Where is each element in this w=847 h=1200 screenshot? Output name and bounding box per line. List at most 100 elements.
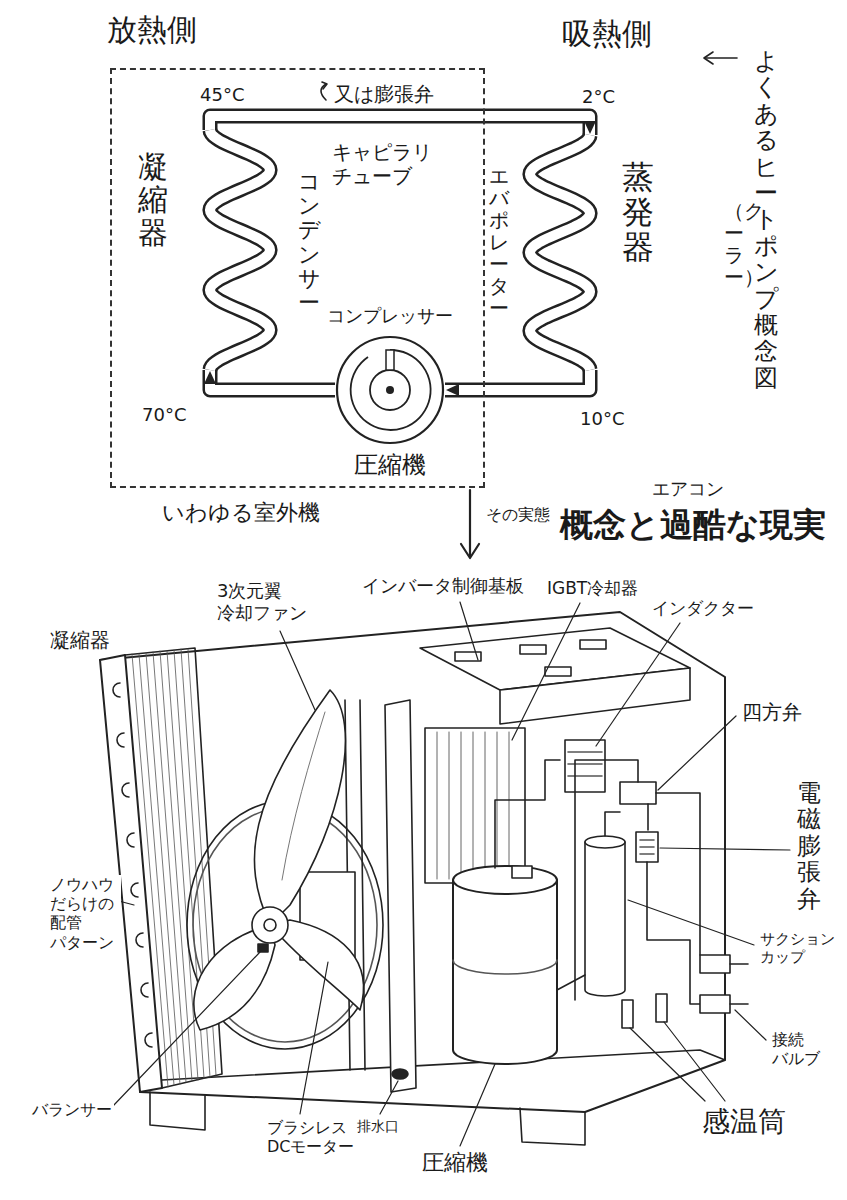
coil-tube xyxy=(530,135,590,370)
part-label: 凝縮器 xyxy=(48,628,112,652)
four-way-valve xyxy=(620,782,656,804)
arrow-head xyxy=(446,384,459,396)
pipe-pattern xyxy=(113,683,152,1047)
leader-lines xyxy=(113,602,790,1146)
sensor-bulb xyxy=(656,994,667,1022)
node-heading: エバポレーター xyxy=(489,165,509,319)
foot xyxy=(150,1092,205,1130)
part-label: ノウハウ だらけの 配管 パターン xyxy=(48,875,121,952)
text-holder: コンプレッサー xyxy=(327,305,453,327)
node-heading: 凝縮器 xyxy=(138,150,168,249)
rotor xyxy=(370,370,410,410)
part-label: バランサー xyxy=(30,1100,114,1119)
title: 概念と過酷な現実 xyxy=(560,505,826,545)
condenser-coil: 凝縮器コンデンサー xyxy=(190,130,290,370)
temperature: 2°C xyxy=(580,86,617,108)
refrigerant-pipe xyxy=(445,370,590,396)
text-holder: エバポレーター xyxy=(489,165,509,319)
sketch xyxy=(100,52,790,1146)
inductor xyxy=(565,740,605,792)
expansion-valve xyxy=(636,832,658,862)
coil-outline xyxy=(190,130,290,370)
part-label: 電磁膨張弁 xyxy=(795,780,823,912)
part-label: インダクター xyxy=(650,598,756,618)
label-holder: インバータ制御基板 xyxy=(360,575,526,597)
label-holder: サクション カップ xyxy=(758,930,842,966)
text-holder: 蒸発器 xyxy=(622,160,654,266)
inverter-board-front xyxy=(500,668,690,724)
label-holder: 四方弁 xyxy=(740,700,804,724)
note-arrow-head xyxy=(322,82,327,89)
note: 又は膨張弁 xyxy=(332,82,436,106)
label-holder: IGBT冷却器 xyxy=(545,578,640,598)
label-holder: 電磁膨張弁 xyxy=(795,780,823,912)
hub-center xyxy=(264,919,276,931)
temperature: 45°C xyxy=(198,84,246,106)
base-tray xyxy=(162,1050,725,1080)
chip xyxy=(520,645,546,654)
node-label: コンデンサー xyxy=(298,170,320,315)
pipe-outer xyxy=(210,116,590,135)
node-heading: いわゆる室外機 xyxy=(162,500,320,526)
down-arrow xyxy=(469,490,471,556)
drain-hole xyxy=(392,1069,408,1079)
pipe-outer xyxy=(445,370,590,390)
pipe xyxy=(647,804,649,830)
label-holder: キャピラリ チューブ xyxy=(330,140,440,188)
node-label: 蒸発器 xyxy=(622,160,654,266)
compressor-body xyxy=(453,880,557,1064)
part-label: 接続 バルブ xyxy=(770,1030,827,1068)
label-holder: 放熱側 xyxy=(105,12,199,48)
part-label: 圧縮機 xyxy=(420,1150,490,1176)
label-holder: 2°C xyxy=(580,86,617,108)
down-arrow-head xyxy=(461,544,479,558)
text-holder: 凝縮器 xyxy=(138,150,168,249)
label-holder: エアコン xyxy=(650,478,726,500)
arrow-head xyxy=(204,371,216,384)
accumulator xyxy=(585,842,625,996)
accumulator-top xyxy=(585,836,625,848)
part-label: ブラシレス DCモーター xyxy=(265,1118,362,1156)
label-holder: 45°C xyxy=(198,84,246,106)
pipe xyxy=(656,793,700,955)
label-holder: 接続 バルブ xyxy=(770,1030,827,1068)
foot xyxy=(520,1108,585,1145)
part-label: サクション カップ xyxy=(758,930,842,966)
balancer xyxy=(258,944,268,952)
title-holder: 概念と過酷な現実 xyxy=(560,505,826,545)
part-label: 感温筒 xyxy=(700,1105,788,1139)
part-label: 3次元翼 冷却ファン xyxy=(215,580,314,623)
label-holder: ブラシレス DCモーター xyxy=(265,1118,362,1156)
igbt-heatsink xyxy=(425,728,525,883)
inductor-coil xyxy=(568,752,602,776)
valve-stub xyxy=(730,963,748,965)
refrigerant-pipe xyxy=(210,116,596,135)
arrow-head xyxy=(584,121,596,134)
pointer-arrow-head xyxy=(704,52,713,64)
label-holder: 吸熱側 xyxy=(560,16,654,52)
part-label: IGBT冷却器 xyxy=(545,578,640,598)
ruby-text: エアコン xyxy=(650,478,726,500)
discharge-pipe xyxy=(495,760,560,868)
valve-stub xyxy=(730,1003,748,1005)
side-label: 放熱側 xyxy=(105,12,199,48)
label-holder: 排水口 xyxy=(355,1118,401,1135)
suction-pipe xyxy=(605,812,620,836)
compressor-circle: コンプレッサー圧縮機 xyxy=(335,335,445,445)
label-holder: 70°C xyxy=(140,404,188,426)
condenser-slab xyxy=(100,655,162,1092)
caption-note: （クーラー） xyxy=(722,200,746,288)
chip xyxy=(580,640,606,649)
refrigerant-pipe xyxy=(204,370,335,390)
compressor-band xyxy=(453,960,557,974)
temperature: 70°C xyxy=(140,404,188,426)
node-label: 圧縮機 xyxy=(354,451,426,480)
side-label: 吸熱側 xyxy=(560,16,654,52)
part-label: インバータ制御基板 xyxy=(360,575,526,597)
connection-valve xyxy=(700,955,730,973)
label-holder: （クーラー） xyxy=(722,200,746,288)
arrow-note: その実態 xyxy=(484,505,552,524)
coil-tube xyxy=(210,130,270,370)
compressor-outline xyxy=(335,335,445,445)
